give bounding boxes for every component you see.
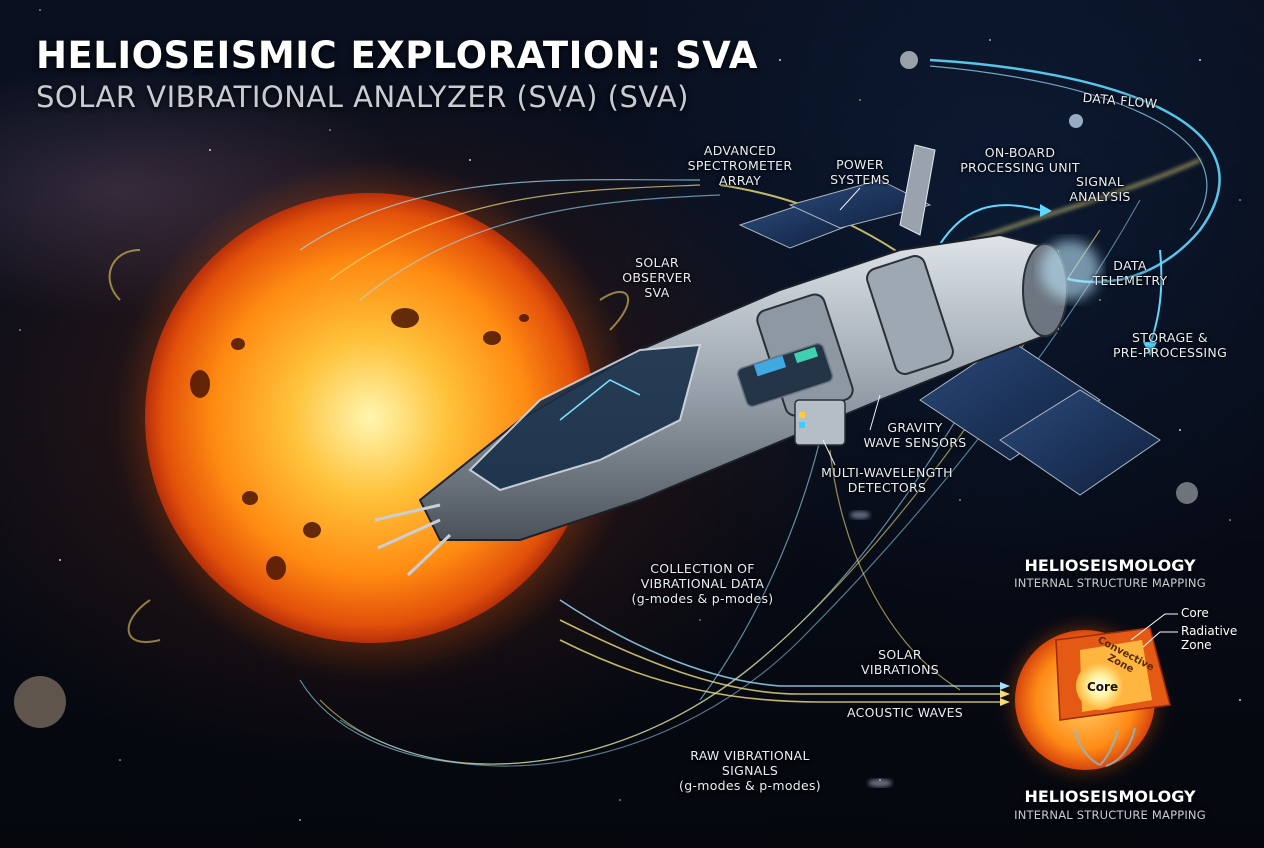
label-advanced-spectrometer-array: ADVANCED SPECTROMETER ARRAY [687,143,793,188]
spacecraft [374,144,1161,577]
label-solar-observer-sva: SOLAR OBSERVER SVA [622,255,692,300]
page-subtitle: SOLAR VIBRATIONAL ANALYZER (SVA) (SVA) [36,80,689,114]
label-raw-vibrational-signals: RAW VIBRATIONAL SIGNALS (g-modes & p-mod… [679,748,821,793]
label-collection-vibrational-data: COLLECTION OF VIBRATIONAL DATA (g-modes … [631,561,774,606]
helioseismology-subtitle-top: INTERNAL STRUCTURE MAPPING [1014,576,1206,590]
label-signal-analysis: SIGNAL ANALYSIS [1069,174,1131,204]
label-multi-wavelength-detectors: MULTI-WAVELENGTH DETECTORS [821,465,953,495]
label-gravity-wave-sensors: GRAVITY WAVE SENSORS [863,420,967,450]
moon-small [900,51,918,69]
helioseismology-subtitle-bottom: INTERNAL STRUCTURE MAPPING [1014,808,1206,822]
label-acoustic-waves: ACOUSTIC WAVES [846,705,964,720]
callout-radiative-zone: Radiative Zone [1181,624,1238,652]
label-solar-vibrations: SOLAR VIBRATIONS [860,647,940,677]
helioseismology-title-bottom: HELIOSEISMOLOGY [1024,787,1196,806]
helioseismology-title-top: HELIOSEISMOLOGY [1024,556,1196,575]
label-data-telemetry: DATA TELEMETRY [1092,258,1168,288]
sun-cutaway-diagram [1003,613,1178,782]
label-onboard-processing-unit: ON-BOARD PROCESSING UNIT [960,145,1080,175]
sunspots [190,308,529,580]
label-storage-preprocessing: STORAGE & PRE-PROCESSING [1112,330,1228,360]
label-power-systems: POWER SYSTEMS [830,157,890,187]
callout-core: Core [1181,606,1209,620]
page-title: HELIOSEISMIC EXPLORATION: SVA [36,34,758,77]
starfield [19,9,1241,821]
inner-label-core: Core [1087,680,1119,694]
